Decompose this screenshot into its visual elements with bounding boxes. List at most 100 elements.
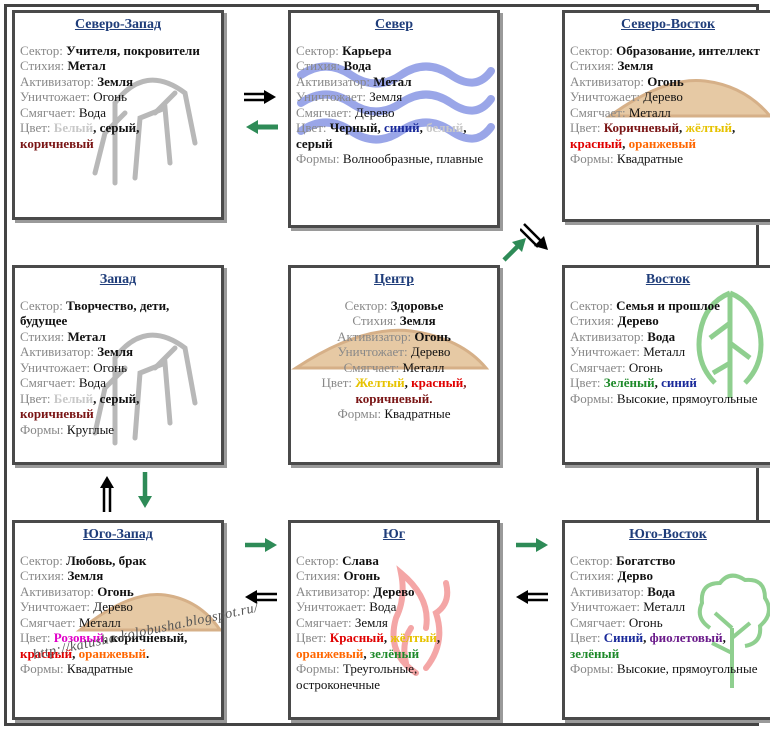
attribute-value: Металл: [78, 614, 121, 630]
sector-attribute-row: Стихия: Метал: [20, 58, 216, 74]
attribute-value: Металл: [643, 599, 686, 614]
attribute-value: Зелёный: [603, 375, 655, 390]
sector-attribute-row: Активизатор: Метал: [296, 74, 492, 90]
attribute-label: Сектор:: [570, 297, 613, 313]
attribute-label: Смягчает:: [570, 614, 626, 630]
sector-attribute-row: Цвет: Белый, серый, коричневый: [20, 391, 216, 422]
attribute-value: .: [146, 645, 150, 661]
attribute-label: Смягчает:: [20, 104, 76, 120]
sector-attribute-row: Активизатор: Земля: [20, 74, 216, 90]
sector-attribute-row: Сектор: Здоровье: [296, 298, 492, 314]
attribute-label: Активизатор:: [20, 583, 94, 599]
sector-attribute-row: Цвет: Коричневый, жёлтый, красный, оранж…: [570, 120, 766, 151]
arrow-right-icon: [245, 538, 277, 552]
attribute-label: Активизатор:: [570, 73, 644, 89]
arrow-diagonal-down-icon: [520, 223, 548, 250]
attribute-value: ,: [622, 135, 626, 151]
attribute-value: Огонь: [628, 359, 663, 375]
sector-attribute-row: Стихия: Земля: [20, 568, 216, 584]
attribute-value: зелёный: [366, 645, 420, 661]
attribute-value: Металл: [402, 359, 445, 375]
sector-title: Восток: [645, 272, 691, 287]
attribute-label: Формы:: [570, 151, 614, 166]
attribute-value: ,: [383, 630, 388, 645]
attribute-label: Уничтожает:: [20, 599, 91, 614]
attribute-label: Цвет:: [20, 630, 51, 645]
attribute-value: Огонь: [93, 89, 128, 104]
sector-title: Север: [374, 17, 414, 32]
sector-attribute-row: Смягчает: Металл: [296, 360, 492, 376]
attribute-label: Уничтожает:: [570, 344, 641, 359]
attribute-value: Желтый: [355, 375, 405, 390]
arrow-left-icon: [245, 590, 277, 604]
attribute-label: Активизатор:: [296, 583, 370, 599]
attribute-value: зелёный: [570, 645, 620, 661]
attribute-label: Смягчает:: [20, 375, 76, 390]
attribute-label: Сектор:: [20, 552, 63, 568]
sector-attribute-row: Активизатор: Огонь: [296, 329, 492, 345]
attribute-label: Смягчает:: [296, 104, 352, 120]
attribute-value: Дерево: [373, 583, 415, 599]
attribute-label: Формы:: [570, 390, 614, 406]
attribute-value: ,: [363, 645, 367, 661]
sector-attribute-row: Формы: Волнообразные, плавные: [296, 151, 492, 167]
attribute-value: Метал: [373, 73, 412, 89]
attribute-value: коричневый: [20, 406, 94, 421]
attribute-value: Металл: [643, 344, 686, 359]
attribute-value: Квадратные: [616, 151, 684, 166]
attribute-value: Карьера: [342, 42, 392, 58]
arrow-right-icon: [244, 90, 276, 104]
attribute-value: Квадратные: [384, 406, 451, 421]
sector-attribute-row: Активизатор: Вода: [570, 584, 766, 600]
attribute-label: Формы:: [20, 421, 64, 437]
sector-attribute-row: Цвет: Зелёный, синий: [570, 375, 766, 391]
attribute-value: Дерево: [354, 104, 395, 120]
attribute-label: Формы:: [296, 151, 340, 166]
sector-attribute-row: Стихия: Дерево: [570, 313, 766, 329]
attribute-value: ,: [643, 630, 647, 645]
attribute-value: Вода: [647, 583, 676, 599]
attribute-value: ,: [72, 645, 76, 661]
attribute-value: Земля: [67, 568, 104, 583]
attribute-value: Земля: [354, 614, 388, 630]
attribute-label: Уничтожает:: [570, 599, 641, 614]
attribute-value: оранжевый: [296, 645, 364, 661]
attribute-value: , серый,: [93, 390, 140, 406]
sector-attribute-row: Смягчает: Вода: [20, 105, 216, 121]
attribute-value: ,: [436, 630, 441, 645]
attribute-label: Стихия:: [352, 313, 397, 328]
sector-attribute-row: Уничтожает: Вода: [296, 599, 492, 615]
sector-attribute-row: Формы: Треугольные, остроконечные: [296, 661, 492, 692]
sector-title: Запад: [99, 272, 137, 287]
sector-attribute-row: Цвет: Желтый, красный, коричневый.: [296, 375, 492, 406]
attribute-value: Волнообразные, плавные: [342, 151, 484, 166]
attribute-value: Розовый: [53, 630, 104, 645]
sector-title: Северо-Восток: [620, 17, 716, 32]
attribute-value: Огонь: [414, 328, 451, 344]
attribute-value: фиолетовый: [646, 630, 723, 645]
sector-attribute-row: Цвет: Розовый, коричневый, красный, оран…: [20, 630, 216, 661]
attribute-value: Земля: [369, 89, 403, 104]
sector-attribute-row: Уничтожает: Огонь: [20, 360, 216, 376]
sector-title: Юго-Восток: [629, 527, 707, 542]
sector-title: Центр: [373, 272, 414, 287]
attribute-value: Огонь: [343, 568, 380, 583]
attribute-label: Активизатор:: [337, 328, 412, 344]
sector-attribute-row: Цвет: Белый, серый, коричневый: [20, 120, 216, 151]
attribute-label: Смягчает:: [570, 359, 626, 375]
attribute-value: Здоровье: [390, 297, 444, 313]
attribute-value: Любовь, брак: [66, 552, 147, 568]
sector-attribute-row: Активизатор: Земля: [20, 344, 216, 360]
sector-title: Северо-Запад: [74, 17, 162, 32]
attribute-label: Активизатор:: [20, 73, 94, 89]
attribute-label: Уничтожает:: [296, 89, 367, 104]
attribute-label: Цвет:: [296, 120, 327, 135]
attribute-value: Огонь: [97, 583, 134, 599]
attribute-value: Черный: [329, 120, 378, 135]
